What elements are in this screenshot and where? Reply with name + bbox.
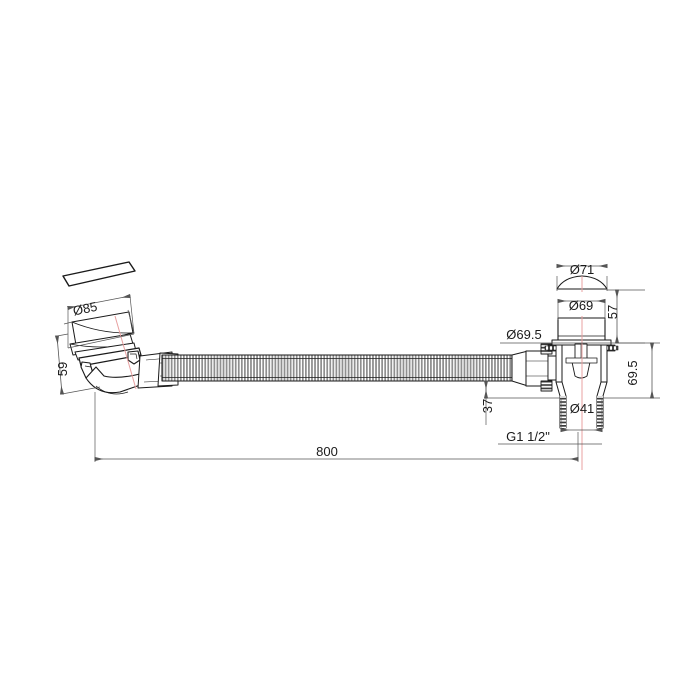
centerline-overflow (114, 315, 137, 390)
dim-label-dia71: Ø71 (570, 262, 595, 277)
dim-800 (94, 392, 579, 462)
dim-label-dia69: Ø69 (569, 298, 594, 313)
dim-37 (483, 380, 560, 425)
dimension-text-group: Ø85 59 Ø71 Ø69 Ø69.5 57 69.5 37 Ø41 G1 1… (55, 262, 640, 459)
dim-label-37: 37 (480, 399, 495, 413)
dim-label-695: 69.5 (625, 360, 640, 385)
dim-dia71 (556, 263, 608, 291)
dim-label-800: 800 (316, 444, 338, 459)
dim-dia69 (557, 298, 606, 320)
dim-label-thread: G1 1/2" (506, 429, 550, 444)
corrugated-flex-hose (161, 354, 513, 382)
overflow-rosette (69, 311, 137, 361)
dim-dia41 (560, 398, 603, 433)
overflow-cover-plate-detached (62, 261, 136, 287)
dim-dia85 (63, 293, 135, 349)
dim-label-dia41: Ø41 (570, 401, 595, 416)
dim-label-dia85: Ø85 (71, 299, 98, 319)
dimension-lines (54, 263, 660, 462)
dim-label-57: 57 (605, 305, 620, 319)
dim-label-59: 59 (55, 362, 70, 376)
dim-label-dia695: Ø69.5 (506, 327, 541, 342)
dim-59 (54, 333, 101, 395)
dim-695 (603, 342, 660, 399)
